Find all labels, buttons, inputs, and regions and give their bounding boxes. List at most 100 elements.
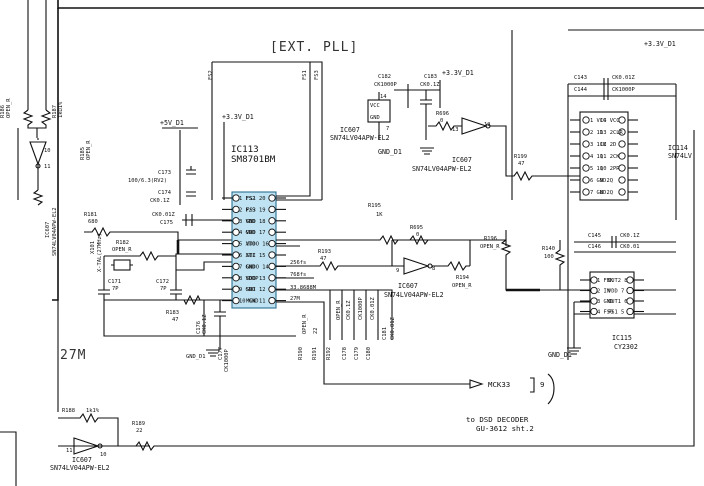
- r192-value: OPEN_R: [336, 300, 342, 320]
- ic114-left-pin-marker: [582, 152, 590, 160]
- ic113-right-pin-label: SDO 13: [246, 276, 265, 282]
- r189-value: 22: [136, 428, 143, 434]
- ic114-right-pin-label: 10 2PR: [600, 166, 620, 172]
- c171-label: C171: [108, 279, 121, 285]
- ic113-right-pin-label: FS1 20: [246, 196, 265, 202]
- r193-value: 47: [320, 256, 327, 262]
- ground-bus-left: [103, 294, 296, 337]
- ic607-top-pin12: 12: [484, 122, 491, 128]
- ic114-left-pin-label: 1 VCC: [590, 118, 606, 124]
- c174-label: C174: [158, 190, 171, 196]
- ic607-mid-part: SN74LV04APW-EL2: [412, 165, 472, 173]
- r140-value: 100: [544, 254, 554, 260]
- ic115-ref: IC115: [612, 334, 632, 342]
- ic113-right-pin-label: SDI 15: [246, 253, 265, 259]
- lower-component-rail: [329, 289, 393, 340]
- ic113-left-pin-marker: [232, 228, 240, 236]
- c172-value: 7P: [160, 286, 167, 292]
- r196-value: OPEN_R: [480, 244, 500, 250]
- ic607-lower-part: SN74LV04APW-EL2: [384, 291, 444, 299]
- ic114-right-pin-label: 13 2CLR: [600, 130, 623, 136]
- c173-value: 100/6.3(RV2): [128, 178, 167, 184]
- ic113-left-pin-label: 7 GND: [239, 264, 255, 270]
- ic113-right-pin-label: VDD 17: [246, 230, 265, 236]
- ic115-left-pin-label: 3 GND: [597, 299, 613, 305]
- r140-label: R140: [542, 246, 555, 252]
- gnd-d1-top-symbol: [420, 147, 434, 155]
- mck33-label: MCK33: [488, 380, 510, 389]
- c175-value: CK0.01Z: [152, 212, 175, 218]
- r199-label: R199: [514, 154, 527, 160]
- top-right-rail: [511, 29, 704, 200]
- r183-label: R183: [166, 310, 179, 316]
- c182-value: CK1000P: [374, 82, 397, 88]
- ic607-mid-gate: [392, 257, 446, 275]
- ic114-right-pin-label: 8 2Q: [600, 190, 613, 196]
- ic114-right-pin-marker: [618, 152, 626, 160]
- r190-label: R190: [298, 347, 304, 360]
- ic113-left-pin-marker: [232, 194, 240, 202]
- x101-wiring: [103, 256, 232, 290]
- ic607-mid-pin8: 8: [432, 266, 435, 272]
- ic115-right-pin-label: OUT2 8: [608, 278, 627, 284]
- inverter-607-left-body: [29, 138, 47, 168]
- ic115-right-pin-label: VDD 7: [608, 289, 624, 295]
- ic113-left-pin-label: 8 VDDP: [239, 276, 258, 282]
- c174-value: CK0.1Z: [150, 198, 170, 204]
- c143-value: CK0.01Z: [612, 75, 635, 81]
- r187-label: R187: [52, 105, 58, 118]
- ic115-left-pin-marker: [590, 307, 598, 316]
- c181-label: C181: [382, 327, 388, 340]
- ic607-bottom-pin10: 10: [100, 452, 107, 458]
- c181-value: CK0.01Z: [390, 317, 396, 340]
- ic114-right-pin-marker: [618, 164, 626, 172]
- c176-label: C176: [196, 321, 202, 334]
- ic113-left-pin-label: 3 VDD: [239, 219, 255, 225]
- top-power-wiring: [378, 80, 441, 140]
- ic113-left-pin-label: 4 GND: [239, 230, 255, 236]
- ic114-left-pin-label: 6 GND: [590, 178, 606, 184]
- ic114-right-pin-marker: [618, 116, 626, 124]
- ic607-bottom-part: SN74LV04APW-EL2: [50, 464, 110, 472]
- c145-label: C145: [588, 233, 601, 239]
- r696-to-gate: [428, 120, 462, 132]
- c143-label: C143: [574, 75, 587, 81]
- ic114-left-pin-marker: [582, 188, 590, 196]
- ic115-left-pin-marker: [590, 276, 598, 284]
- ic114-left-pin-label: 7 GND: [590, 190, 606, 196]
- left-vertical-wires: [27, 0, 47, 110]
- ic607-left-ref: IC607: [45, 222, 51, 238]
- ic113-right-pin-marker: [268, 239, 276, 248]
- ic114-right-pin-marker: [618, 176, 626, 184]
- r186-label: R186: [0, 105, 6, 118]
- c174-symbol: [186, 191, 196, 197]
- c144-value: CK1000P: [612, 87, 635, 93]
- ic113-fs3: FS3: [314, 70, 320, 80]
- r189-label: R189: [132, 421, 145, 427]
- ic607-left-part: SN74LV04APW-EL2: [52, 207, 58, 256]
- r190-value: OPEN_R: [302, 314, 308, 334]
- ic113-right-pin-label: FS3 19: [246, 207, 265, 213]
- ic113-ref: IC113: [231, 144, 259, 155]
- c178-label: C178: [342, 347, 348, 360]
- ic113-left-pin-marker: [232, 239, 240, 248]
- r186-value: OPEN_R: [6, 98, 12, 118]
- ic114-ref: IC114: [668, 144, 688, 152]
- ic115-right-pin-marker: [626, 286, 634, 295]
- c182-label: C182: [378, 74, 391, 80]
- ic115-left-pin-label: 1 FBK: [597, 278, 614, 284]
- mck33-bracket: [530, 373, 555, 405]
- r188-wiring: [58, 412, 119, 446]
- c177-label: C177: [218, 347, 224, 360]
- c175-label: C175: [160, 220, 173, 226]
- ic113-right-pin-marker: [268, 274, 276, 282]
- ic114-left-pin-marker: [582, 116, 590, 124]
- ic607-bottom-gate-bubble: [97, 443, 103, 449]
- ic607-top-pin7: 7: [386, 126, 389, 132]
- c144-label: C144: [574, 87, 587, 93]
- ic113-right-pin-marker: [268, 296, 276, 305]
- power-c183-label: +3.3V_D1: [442, 69, 474, 77]
